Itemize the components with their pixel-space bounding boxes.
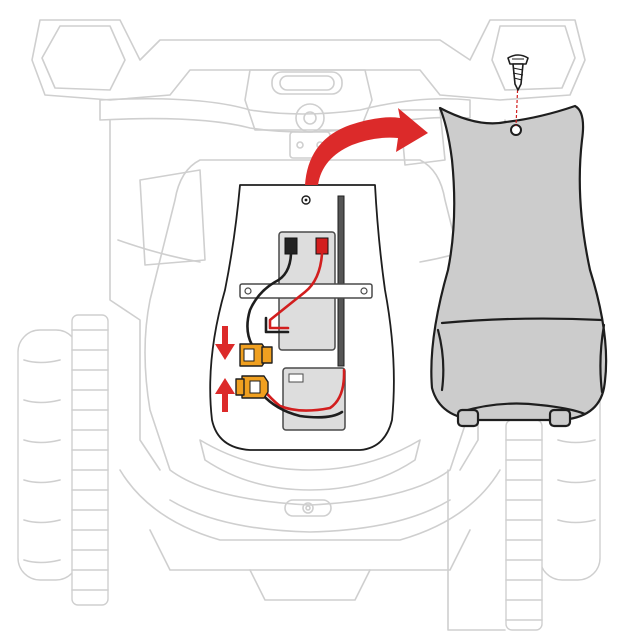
cover-tab-left	[456, 408, 480, 428]
battery-compartment	[209, 184, 395, 451]
cover-screw-hole	[510, 124, 522, 136]
upper-connector	[239, 343, 273, 367]
cover-tab-right	[548, 408, 572, 428]
curved-arrow-icon	[305, 108, 428, 185]
negative-terminal	[284, 237, 298, 255]
negative-wire	[246, 252, 293, 347]
arrow-up-icon	[215, 378, 235, 412]
positive-wire	[268, 252, 324, 330]
left-wheel	[17, 314, 109, 606]
battery-cover	[430, 104, 608, 428]
arrow-down-icon	[215, 326, 235, 360]
lower-connector	[235, 375, 269, 399]
positive-terminal	[315, 237, 329, 255]
screw-icon	[507, 54, 529, 91]
cable-rod	[337, 195, 345, 367]
left-wheel-tread	[23, 329, 109, 591]
